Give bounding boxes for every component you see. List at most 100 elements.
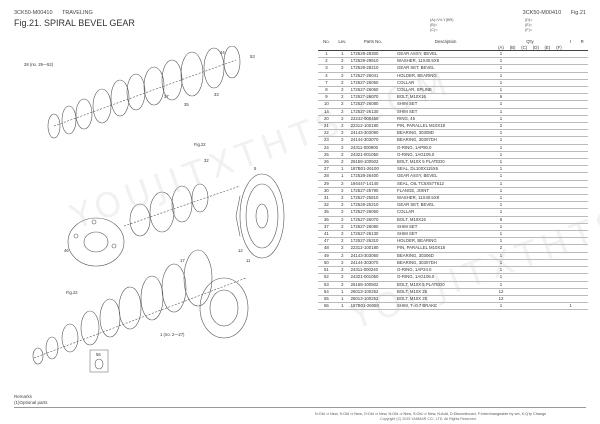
cell-description: COLLAR: [396, 208, 496, 217]
col-header-no: No.: [323, 38, 330, 44]
cell-qty-c: [518, 302, 530, 311]
cell-no: 27: [318, 165, 335, 174]
cell-qty-f: [553, 194, 565, 203]
cell-qty-c: [518, 244, 530, 253]
cell-qty-f: [553, 129, 565, 138]
cell-description: PIN, PARALLEL M10X18: [396, 122, 496, 131]
cell-qty-a: 1: [495, 136, 507, 145]
cell-qty-b: [506, 86, 519, 95]
cell-qty-c: [518, 151, 530, 160]
cell-i: [564, 281, 577, 289]
cell-parts-no: 24143-303090: [349, 129, 397, 138]
cell-parts-no: 24144-303070: [349, 259, 397, 268]
cell-qty-e: [541, 216, 554, 224]
cell-description: O-RING, 1AG105.0: [396, 151, 496, 160]
cell-qty-a: 1: [495, 187, 507, 196]
cell-qty-c: [518, 295, 530, 304]
cell-no: 29: [318, 179, 335, 188]
cell-qty-d: [529, 122, 542, 131]
cell-r: [576, 187, 588, 196]
cell-qty-e: [541, 71, 554, 80]
cell-lev: 2: [334, 230, 350, 239]
cell-qty-f: [553, 281, 565, 289]
cell-qty-e: [541, 129, 554, 138]
cell-parts-no: 24311-000900: [349, 144, 397, 152]
inset-box: [89, 349, 109, 373]
cell-qty-e: [541, 100, 554, 109]
cell-description: RING, 45: [396, 114, 496, 124]
cell-qty-f: [553, 122, 565, 131]
cell-i: [564, 57, 577, 66]
cell-no: 24: [318, 144, 335, 152]
cell-qty-c: [518, 273, 530, 282]
col-header-i: I: [569, 38, 572, 44]
cell-parts-no: 26158-100502: [349, 281, 397, 289]
cell-qty-b: [506, 244, 519, 253]
cell-qty-a: 1: [495, 281, 507, 289]
figure-title: Fig.21. SPIRAL BEVEL GEAR: [14, 18, 135, 28]
cell-lev: 2: [334, 86, 350, 95]
cell-i: [564, 114, 577, 124]
model-code-right: 3CK50-M00410: [522, 10, 562, 16]
cell-no: 48: [318, 244, 335, 253]
cell-qty-a: 1: [495, 201, 507, 210]
cell-i: [564, 266, 577, 275]
cell-description: BEARING, 30307DH: [396, 136, 496, 145]
cell-description: SHIM SET: [396, 222, 496, 232]
cell-qty-d: [529, 252, 542, 260]
cell-lev: 1: [334, 295, 350, 304]
cell-i: [564, 122, 577, 131]
cell-qty-c: [518, 287, 530, 296]
cell-qty-e: [541, 114, 554, 124]
cell-qty-a: 2: [495, 122, 507, 131]
cell-qty-c: [518, 252, 530, 260]
cell-i: [564, 201, 577, 210]
cell-qty-e: [541, 79, 554, 88]
cell-qty-d: [529, 259, 542, 268]
cell-i: [564, 151, 577, 160]
cell-qty-d: [529, 287, 542, 296]
cell-description: BOLT, M10X16: [396, 216, 496, 224]
cell-qty-b: [506, 179, 519, 188]
cell-i: [564, 237, 577, 246]
cell-qty-a: 1: [495, 194, 507, 203]
cell-qty-e: [541, 208, 554, 217]
cell-lev: 2: [334, 266, 350, 275]
callout-fig22-a: Fig.22: [194, 142, 206, 147]
cell-qty-c: [518, 50, 530, 59]
cell-qty-b: [506, 252, 519, 260]
footer-divider: [14, 407, 586, 408]
cell-qty-d: [529, 302, 542, 311]
cell-qty-d: [529, 151, 542, 160]
cell-i: [564, 244, 577, 253]
serial-code-a: (A)=V4-Y(BR): [430, 18, 454, 22]
cell-no: 20: [318, 114, 335, 124]
cell-r: [576, 259, 588, 268]
cell-qty-f: [553, 216, 565, 224]
cell-description: COLLAR: [396, 79, 496, 88]
cell-description: GEAR SET, BEVEL: [396, 64, 496, 73]
cell-qty-a: 1: [495, 100, 507, 109]
cell-qty-d: [529, 57, 542, 66]
cell-qty-f: [553, 259, 565, 268]
cell-parts-no: 172527-25790: [349, 187, 397, 196]
cell-lev: 1: [334, 302, 350, 311]
cell-qty-c: [518, 71, 530, 80]
cell-parts-no: 172527-26070: [349, 216, 397, 224]
cell-qty-f: [553, 179, 565, 188]
cell-qty-b: [506, 64, 519, 73]
cell-parts-no: 172528-26210: [349, 201, 397, 210]
cell-qty-e: [541, 108, 554, 116]
cell-qty-a: 1: [495, 252, 507, 260]
cell-qty-b: [506, 144, 519, 152]
footer-legend: N.Old ⇒ New, S:Old ⇒ New, O:Old ⇒ New, N…: [315, 412, 547, 416]
cell-qty-c: [518, 129, 530, 138]
